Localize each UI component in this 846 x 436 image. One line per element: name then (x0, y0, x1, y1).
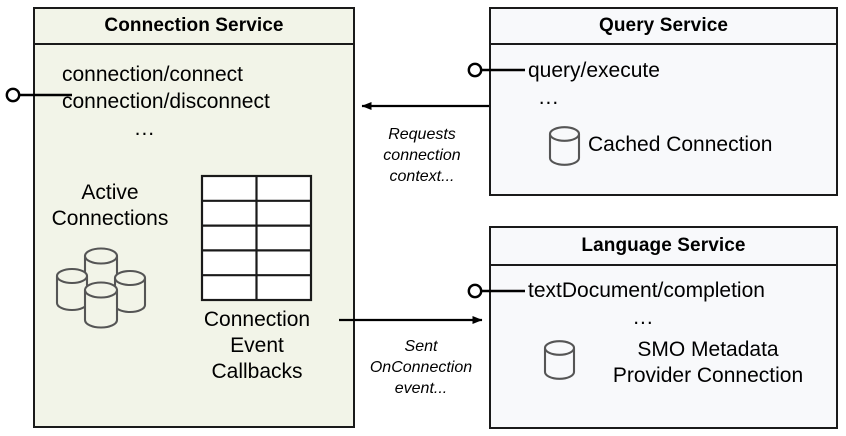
callbacks-line-1: Connection (203, 308, 311, 331)
active-connections-line-2: Connections (51, 207, 169, 231)
query-service-title: Query Service (491, 9, 836, 45)
edge-requests-line-1: Requests (388, 126, 456, 143)
query-service-interface-list: query/execute ... (528, 58, 660, 112)
smo-label-line-1: SMO Metadata (637, 338, 779, 361)
smo-label-line-2: Provider Connection (612, 364, 804, 388)
active-connections-label: Active Connections (30, 180, 190, 232)
edge-requests-line-2: connection (383, 147, 461, 165)
connection-service-ellipsis: ... (134, 116, 156, 140)
interface-query-execute: query/execute (528, 59, 660, 82)
language-service-ellipsis: ... (633, 305, 654, 329)
connection-service-title: Connection Service (35, 9, 353, 45)
edge-sent-line-3: event... (394, 380, 448, 398)
callbacks-line-2: Event (230, 334, 284, 358)
callbacks-line-3: Callbacks (211, 360, 303, 384)
language-service-title: Language Service (491, 228, 836, 266)
interface-connection-disconnect: connection/disconnect (62, 89, 270, 113)
active-connections-line-1: Active (81, 181, 139, 204)
language-service-interface-list: textDocument/completion ... (528, 278, 765, 332)
cached-connection-label: Cached Connection (588, 133, 773, 156)
query-service-ellipsis: ... (538, 85, 560, 109)
interface-textdocument-completion: textDocument/completion (528, 279, 765, 302)
component-query-service[interactable]: Query Service (489, 7, 838, 196)
edge-sent-line-1: Sent (404, 338, 438, 355)
edge-requests-line-3: context... (389, 168, 455, 186)
edge-label-requests-connection-context: Requests connection context... (358, 124, 486, 187)
interface-connection-connect: connection/connect (62, 63, 243, 86)
edge-label-sent-onconnection-event: Sent OnConnection event... (352, 336, 490, 399)
component-language-service[interactable]: Language Service (489, 226, 838, 429)
connection-service-interface-list: connection/connect connection/disconnect… (62, 62, 270, 143)
smo-metadata-provider-connection-label: SMO Metadata Provider Connection (580, 337, 836, 389)
edge-sent-line-2: OnConnection (369, 359, 473, 377)
connection-event-callbacks-label: Connection Event Callbacks (182, 307, 332, 385)
